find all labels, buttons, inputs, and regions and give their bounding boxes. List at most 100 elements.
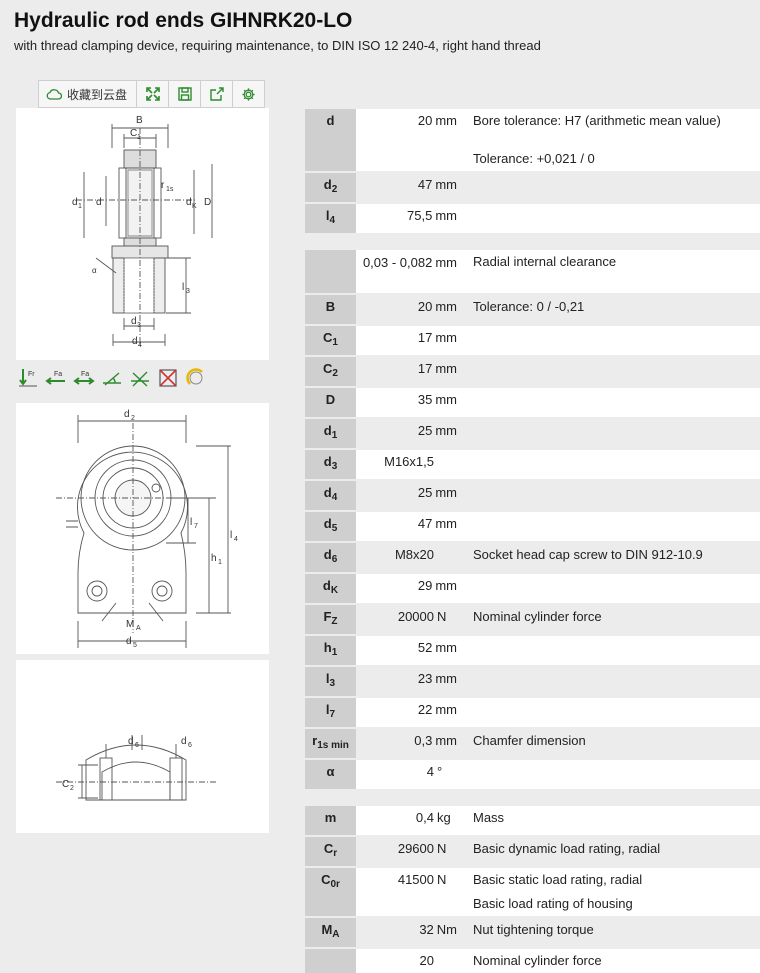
spec-description	[464, 386, 760, 417]
svg-text:Fa: Fa	[81, 371, 89, 378]
save-to-cloud-button[interactable]: 收藏到云盘	[39, 81, 138, 107]
spec-description: Nominal cylinder force	[464, 603, 760, 634]
value-unit: mm	[435, 361, 457, 376]
spec-symbol: dK	[305, 572, 356, 603]
symbol-main: d	[322, 578, 331, 593]
share-button[interactable]	[201, 81, 234, 107]
spec-description: Chamfer dimension	[464, 727, 760, 758]
spec-symbol: d	[305, 107, 356, 171]
svg-text:l: l	[190, 517, 192, 528]
spec-symbol: h1	[305, 634, 356, 665]
symbol-main: m	[324, 810, 337, 825]
value-unit: mm	[435, 330, 457, 345]
spec-symbol: d5	[305, 510, 356, 541]
spec-description	[464, 202, 760, 233]
symbol-main: d	[323, 547, 332, 562]
value-unit: N	[437, 609, 447, 624]
symbol-sub: A	[332, 929, 340, 940]
value-number: 32	[419, 922, 434, 937]
symbol-sub: 1s min	[317, 740, 349, 751]
spec-value: 20	[356, 947, 464, 973]
symbol-sub: K	[330, 585, 339, 596]
value-number: 29	[417, 578, 433, 593]
spec-symbol: d2	[305, 171, 356, 202]
value-unit: mm	[435, 485, 457, 500]
symbol-sub: 2	[331, 184, 338, 195]
axial-load-both-icon: Fa	[72, 366, 96, 390]
expand-button[interactable]	[137, 81, 170, 107]
svg-text:r: r	[161, 180, 165, 191]
spec-symbol: r1s min	[305, 727, 356, 758]
svg-text:2: 2	[70, 785, 74, 792]
value-number: 20000	[397, 609, 434, 624]
spec-description: Radial internal clearance	[464, 248, 760, 293]
symbol-sub: 4	[331, 492, 338, 503]
symbol-sub: 1	[332, 337, 338, 348]
dim-c1: C	[130, 128, 137, 139]
value-unit: mm	[435, 299, 457, 314]
svg-text:d: d	[96, 197, 102, 208]
value-unit: °	[437, 764, 443, 779]
value-unit: mm	[435, 392, 457, 407]
description-line: Nut tightening torque	[473, 922, 594, 937]
axial-load-left-icon: Fa	[44, 366, 68, 390]
symbol-main: d	[326, 113, 335, 128]
save-button[interactable]	[169, 81, 202, 107]
svg-text:1s: 1s	[166, 186, 174, 193]
description-line: Tolerance: 0 / -0,21	[473, 299, 585, 314]
symbol-main: D	[325, 392, 336, 407]
symbol-main: r	[312, 733, 318, 748]
value-unit: mm	[435, 640, 457, 655]
value-number: 20	[419, 953, 434, 968]
page-title: Hydraulic rod ends GIHNRK20-LO	[14, 9, 353, 32]
symbol-sub: 6	[331, 554, 338, 565]
spec-symbol: D	[305, 386, 356, 417]
spec-row: 20 Nominal cylinder force	[305, 947, 760, 973]
value-number: 35	[417, 392, 433, 407]
save-icon	[177, 87, 192, 101]
value-unit: mm	[435, 578, 457, 593]
spec-description: Nominal cylinder force	[464, 947, 760, 973]
svg-text:M: M	[126, 619, 134, 630]
spec-description: Mass	[464, 804, 760, 835]
value-number: 41500	[397, 872, 434, 887]
spec-description	[464, 510, 760, 541]
spec-symbol: FZ	[305, 603, 356, 634]
value-unit: N	[437, 872, 447, 887]
settings-button[interactable]	[233, 81, 264, 107]
value-unit: N	[437, 841, 447, 856]
symbol-main: d	[323, 177, 332, 192]
svg-text:l: l	[182, 282, 184, 293]
description-line: Socket head cap screw to DIN 912-10.9	[473, 547, 703, 562]
value-number: 25	[417, 485, 433, 500]
value-unit: mm	[435, 423, 457, 438]
svg-text:K: K	[192, 203, 197, 210]
svg-text:4: 4	[234, 536, 238, 543]
svg-text:B: B	[136, 115, 143, 126]
value-unit: mm	[435, 177, 457, 192]
svg-text:d: d	[186, 197, 192, 208]
value-number: 29600	[397, 841, 434, 856]
svg-text:d: d	[181, 736, 187, 747]
angle-double-icon	[128, 366, 152, 390]
svg-text:6: 6	[188, 742, 192, 749]
spec-symbol: m	[305, 804, 356, 835]
svg-text:3: 3	[186, 288, 190, 295]
spec-symbol: B	[305, 293, 356, 324]
spec-symbol	[305, 947, 356, 973]
spec-symbol: MA	[305, 916, 356, 947]
value-number: 4	[426, 764, 434, 779]
value-number: M8x20	[394, 547, 434, 562]
symbol-main: α	[326, 764, 335, 779]
